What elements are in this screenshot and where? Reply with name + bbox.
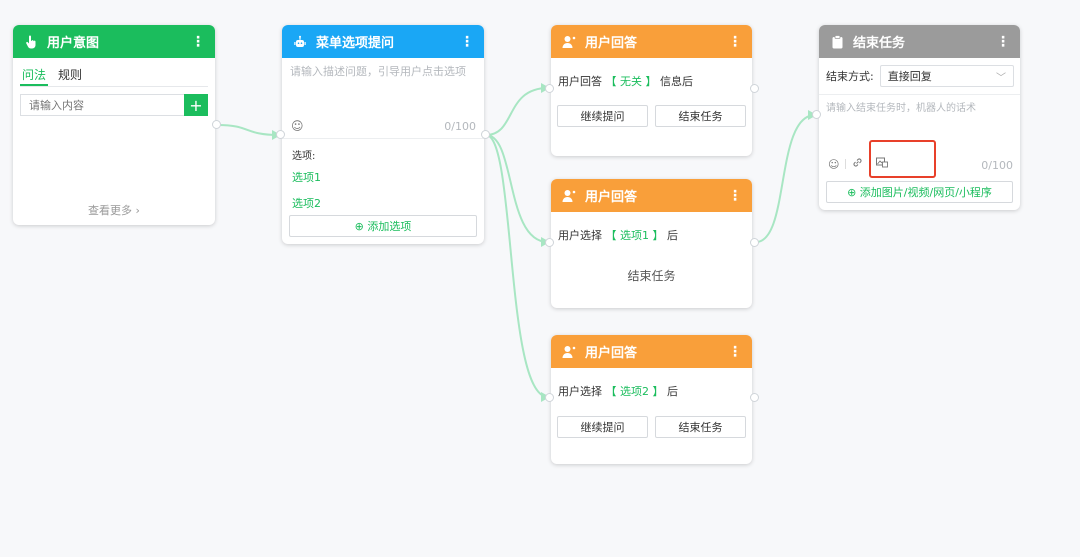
reply-card-2[interactable]: 用户回答 ⋮ 用户选择 【 选项1 】 后 结束任务 <box>551 179 752 308</box>
reply-card-3[interactable]: 用户回答 ⋮ 用户选择 【 选项2 】 后 继续提问 结束任务 <box>551 335 752 464</box>
end-task-card-header: 结束任务 ⋮ <box>819 25 1020 58</box>
image-text-icon[interactable] <box>876 157 889 171</box>
menu-card-header: 菜单选项提问 ⋮ <box>282 25 484 58</box>
intent-output-port[interactable] <box>212 120 221 129</box>
end-task-button[interactable]: 结束任务 <box>655 416 746 438</box>
link-icon[interactable] <box>852 157 863 171</box>
reply-2-output-port[interactable] <box>750 238 759 247</box>
more-vertical-icon[interactable]: ⋮ <box>460 33 474 50</box>
end-text-placeholder: 请输入结束任务时，机器人的话术 <box>826 103 976 114</box>
connector-menu-reply2 <box>485 134 549 243</box>
reply-3-output-port[interactable] <box>750 393 759 402</box>
emoji-icon[interactable]: ☺ <box>291 119 304 133</box>
toolbar-divider <box>845 159 847 169</box>
options-label: 选项: <box>292 151 316 162</box>
more-vertical-icon[interactable]: ⋮ <box>728 187 742 204</box>
connector-menu-reply1 <box>485 87 549 136</box>
more-vertical-icon[interactable]: ⋮ <box>191 33 205 50</box>
reply-card-3-header: 用户回答 ⋮ <box>551 335 752 368</box>
user-icon <box>561 344 577 360</box>
reply-card-2-title: 用户回答 <box>585 190 638 205</box>
more-vertical-icon[interactable]: ⋮ <box>996 33 1010 50</box>
end-task-input-port[interactable] <box>812 110 821 119</box>
reply-card-1-header: 用户回答 ⋮ <box>551 25 752 58</box>
connector-intent-menu <box>217 124 279 136</box>
condition-tag: 【 无关 】 <box>605 75 657 88</box>
add-intent-button[interactable]: + <box>184 94 208 116</box>
reply-1-output-port[interactable] <box>750 84 759 93</box>
reply-card-3-title: 用户回答 <box>585 346 638 361</box>
more-vertical-icon[interactable]: ⋮ <box>728 343 742 360</box>
intent-tabs: 问法 规则 <box>20 66 208 87</box>
menu-output-port[interactable] <box>481 130 490 139</box>
menu-desc-counter: 0/100 <box>444 120 476 133</box>
connector-reply2-end <box>755 114 816 243</box>
continue-ask-button[interactable]: 继续提问 <box>557 416 648 438</box>
end-text-counter: 0/100 <box>981 159 1013 172</box>
condition-tag: 【 选项1 】 <box>605 229 664 242</box>
menu-desc-placeholder: 请输入描述问题，引导用户点击选项 <box>290 65 466 78</box>
robot-icon <box>292 34 308 50</box>
option-item[interactable]: 选项1 <box>292 171 321 184</box>
condition-tag: 【 选项2 】 <box>605 385 664 398</box>
view-more-link[interactable]: 查看更多 › <box>88 204 140 217</box>
intent-card[interactable]: 用户意图 ⋮ 问法 规则 + 查看更多 › <box>13 25 215 225</box>
chevron-down-icon: ﹀ <box>996 72 1006 84</box>
reply-1-condition: 用户回答 【 无关 】 信息后 <box>558 75 693 88</box>
reply-2-condition: 用户选择 【 选项1 】 后 <box>558 229 678 242</box>
menu-desc-area[interactable]: 请输入描述问题，引导用户点击选项 ☺ 0/100 <box>282 58 484 139</box>
end-task-button[interactable]: 结束任务 <box>655 105 746 127</box>
reply-card-1-title: 用户回答 <box>585 36 638 51</box>
connector-menu-reply3 <box>485 134 549 398</box>
reply-card-2-header: 用户回答 ⋮ <box>551 179 752 212</box>
end-method-select[interactable]: 直接回复 ﹀ <box>879 65 1014 87</box>
end-method-value: 直接回复 <box>887 70 932 83</box>
menu-card[interactable]: 菜单选项提问 ⋮ 请输入描述问题，引导用户点击选项 ☺ 0/100 选项: 选项… <box>282 25 484 244</box>
clipboard-icon <box>829 34 845 50</box>
reply-card-1[interactable]: 用户回答 ⋮ 用户回答 【 无关 】 信息后 继续提问 结束任务 <box>551 25 752 156</box>
emoji-icon[interactable]: ☺ <box>828 157 840 171</box>
reply-3-condition: 用户选择 【 选项2 】 后 <box>558 385 678 398</box>
reply-1-input-port[interactable] <box>545 84 554 93</box>
reply-2-input-port[interactable] <box>545 238 554 247</box>
menu-input-port[interactable] <box>276 130 285 139</box>
highlight-box <box>869 140 936 178</box>
tab-guize[interactable]: 规则 <box>58 68 83 82</box>
intent-card-header: 用户意图 ⋮ <box>13 25 215 58</box>
add-option-button[interactable]: ⊕ 添加选项 <box>289 215 477 237</box>
end-task-card-title: 结束任务 <box>853 36 906 51</box>
user-icon <box>561 188 577 204</box>
reply-3-input-port[interactable] <box>545 393 554 402</box>
more-vertical-icon[interactable]: ⋮ <box>728 33 742 50</box>
tab-wenfa[interactable]: 问法 <box>20 66 49 86</box>
intent-card-title: 用户意图 <box>47 36 100 51</box>
intent-input[interactable] <box>20 94 184 116</box>
continue-ask-button[interactable]: 继续提问 <box>557 105 648 127</box>
menu-card-title: 菜单选项提问 <box>316 36 395 51</box>
user-icon <box>561 34 577 50</box>
option-item[interactable]: 选项2 <box>292 197 321 210</box>
end-task-card[interactable]: 结束任务 ⋮ 结束方式: 直接回复 ﹀ 请输入结束任务时，机器人的话术 ☺ 0/… <box>819 25 1020 210</box>
add-media-button[interactable]: ⊕ 添加图片/视频/网页/小程序 <box>826 181 1013 203</box>
hand-pointer-icon <box>23 34 39 50</box>
reply-2-end-text: 结束任务 <box>627 269 676 283</box>
end-method-label: 结束方式: <box>826 70 874 83</box>
